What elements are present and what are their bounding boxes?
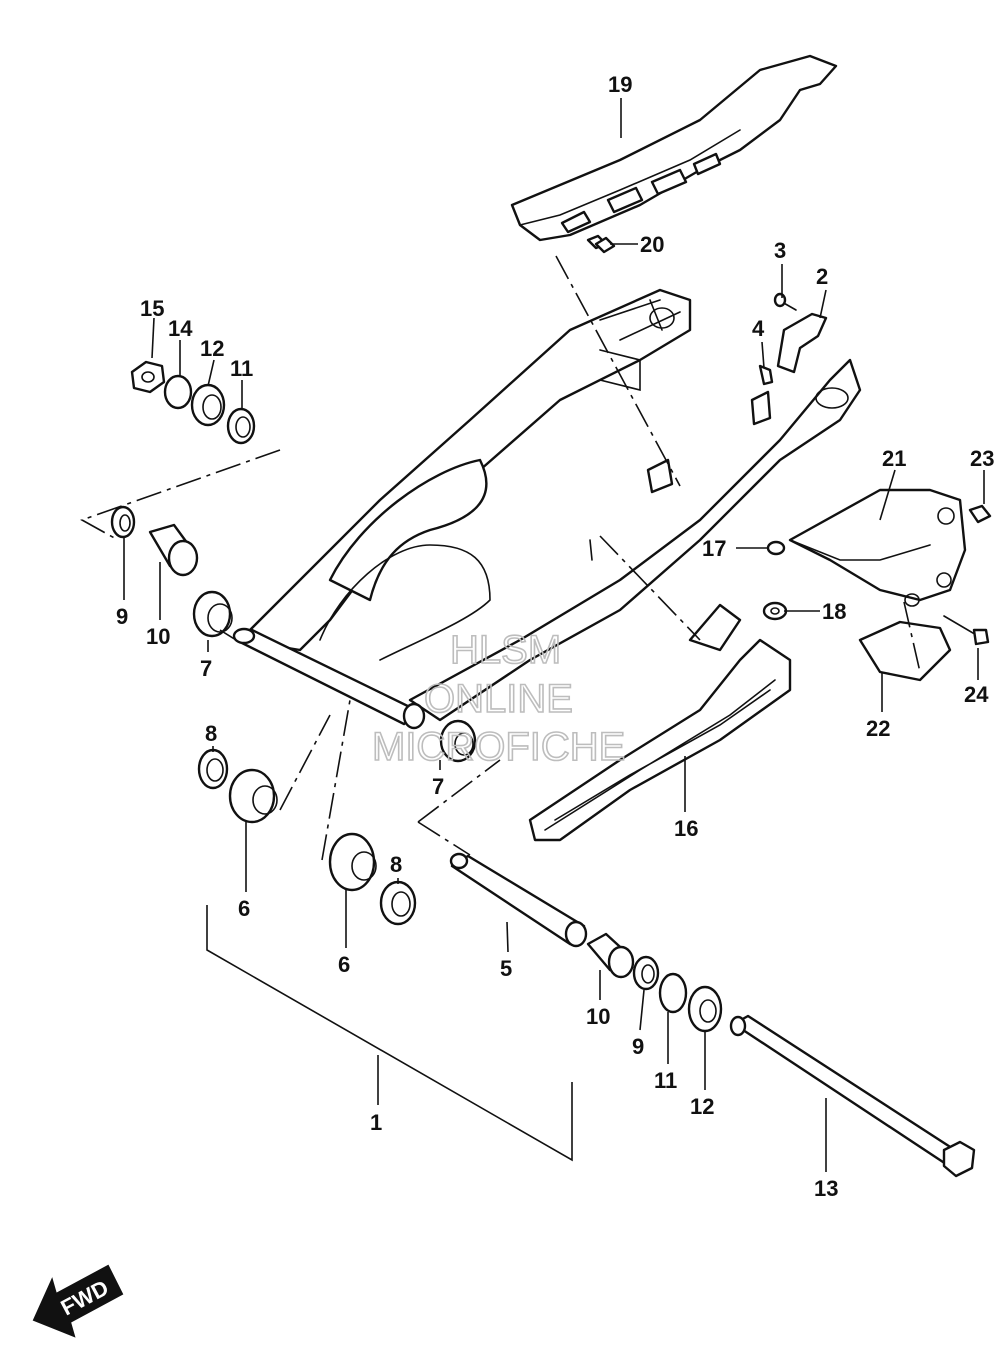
washer-18[interactable] <box>762 601 788 621</box>
callout-9a[interactable]: 9 <box>116 604 128 629</box>
sleeve-5[interactable] <box>449 852 588 948</box>
chain-cover[interactable] <box>510 54 838 242</box>
bearing-6b[interactable] <box>328 832 377 892</box>
callout-21[interactable]: 21 <box>882 446 906 471</box>
callout-8a[interactable]: 8 <box>205 721 217 746</box>
bearing-7a[interactable] <box>192 590 233 638</box>
callout-18[interactable]: 18 <box>822 599 846 624</box>
seal-11[interactable] <box>226 407 256 445</box>
seal-8b[interactable] <box>379 880 417 926</box>
callout-12b[interactable]: 12 <box>690 1094 714 1119</box>
callout-3[interactable]: 3 <box>774 238 786 263</box>
callouts: 1 2 3 4 5 6 6 7 7 8 8 9 9 10 10 11 11 12… <box>116 72 994 1201</box>
bolt-23[interactable] <box>968 504 992 524</box>
washer-14[interactable] <box>163 374 193 410</box>
callout-19[interactable]: 19 <box>608 72 632 97</box>
callout-22[interactable]: 22 <box>866 716 890 741</box>
chain-slider[interactable] <box>528 603 792 842</box>
washer-9b[interactable] <box>632 955 660 991</box>
watermark-line1: HLSM <box>450 628 561 672</box>
screw-17[interactable] <box>766 540 786 556</box>
bracket[interactable] <box>788 488 967 607</box>
spacer-10b[interactable] <box>586 932 635 979</box>
callout-7b[interactable]: 7 <box>432 774 444 799</box>
callout-24[interactable]: 24 <box>964 682 989 707</box>
grommet-4[interactable] <box>758 364 774 386</box>
clip-2[interactable] <box>776 312 828 374</box>
callout-6a[interactable]: 6 <box>238 896 250 921</box>
callout-15[interactable]: 15 <box>140 296 164 321</box>
seal-11b[interactable] <box>658 972 688 1014</box>
watermark-line3: MICROFICHE <box>372 725 625 769</box>
callout-17[interactable]: 17 <box>702 536 726 561</box>
bolt-20[interactable] <box>586 234 616 254</box>
leader-lines <box>123 98 985 1172</box>
callout-2[interactable]: 2 <box>816 264 828 289</box>
callout-10a[interactable]: 10 <box>146 624 170 649</box>
bolt-3[interactable] <box>773 292 797 311</box>
callout-20[interactable]: 20 <box>640 232 664 257</box>
bearing-6a[interactable] <box>228 768 278 824</box>
seal-8a[interactable] <box>197 748 229 790</box>
nut-15[interactable] <box>130 360 166 394</box>
guard[interactable] <box>858 620 952 682</box>
swingarm[interactable] <box>232 288 862 730</box>
callout-5[interactable]: 5 <box>500 956 512 981</box>
callout-8b[interactable]: 8 <box>390 852 402 877</box>
callout-6b[interactable]: 6 <box>338 952 350 977</box>
callout-11b[interactable]: 11 <box>654 1068 677 1093</box>
callout-7a[interactable]: 7 <box>200 656 212 681</box>
callout-11a[interactable]: 11 <box>230 356 253 381</box>
callout-10b[interactable]: 10 <box>586 1004 610 1029</box>
watermark-line2: ONLINE <box>424 677 573 721</box>
callout-14[interactable]: 14 <box>168 316 193 341</box>
bushing-12b[interactable] <box>687 985 723 1033</box>
callout-4[interactable]: 4 <box>752 316 765 341</box>
spacer-10a[interactable] <box>148 523 199 577</box>
callout-13[interactable]: 13 <box>814 1176 838 1201</box>
bearing-7b[interactable] <box>439 719 477 763</box>
bushing-12[interactable] <box>190 383 226 427</box>
group-bracket <box>206 905 573 1162</box>
callout-12a[interactable]: 12 <box>200 336 224 361</box>
callout-1[interactable]: 1 <box>370 1110 382 1135</box>
callout-23[interactable]: 23 <box>970 446 994 471</box>
washer-9a[interactable] <box>110 505 136 539</box>
watermark: HLSM ONLINE MICROFICHE <box>371 627 626 770</box>
pivot-shaft-13[interactable] <box>729 1014 976 1178</box>
callout-9b[interactable]: 9 <box>632 1034 644 1059</box>
bolt-24[interactable] <box>943 615 990 646</box>
assembly-lines <box>80 255 921 861</box>
fwd-badge: FWD <box>32 1264 124 1338</box>
callout-16[interactable]: 16 <box>674 816 698 841</box>
arrow-fwd-icon <box>32 1264 124 1338</box>
